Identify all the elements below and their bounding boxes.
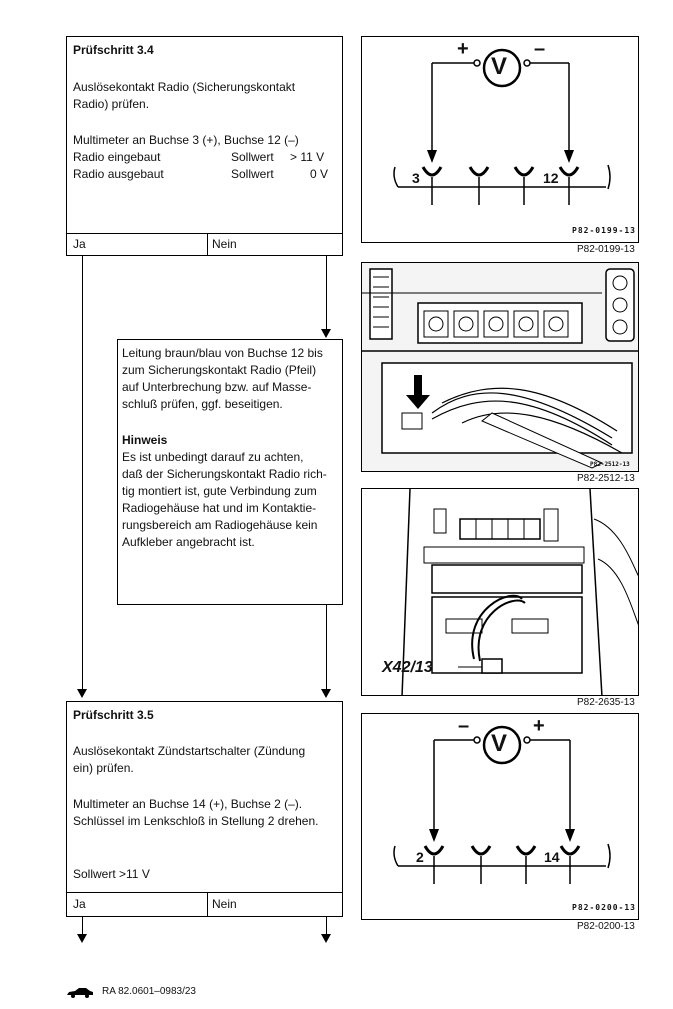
sollwert-value: 0 V bbox=[310, 167, 329, 181]
divider bbox=[66, 892, 343, 893]
hinweis-text: tig montiert ist, gute Verbindung zum bbox=[122, 484, 317, 498]
flow-arrow bbox=[321, 689, 331, 698]
flow-line bbox=[326, 605, 327, 689]
voltmeter-diagram: + – V 3 12 P82-0199-13 bbox=[361, 36, 639, 243]
socket-label: 14 bbox=[544, 849, 560, 865]
figure-caption: P82-0200-13 bbox=[577, 921, 635, 932]
step-3-5-desc: ein) prüfen. bbox=[73, 761, 134, 775]
repair-text: Leitung braun/blau von Buchse 12 bis bbox=[122, 346, 323, 360]
repair-box bbox=[117, 339, 343, 605]
sollwert-label: Sollwert bbox=[231, 150, 274, 164]
step-3-4-desc: Auslösekontakt Radio (Sicherungskontakt bbox=[73, 80, 296, 94]
repair-text: zum Sicherungskontakt Radio (Pfeil) bbox=[122, 363, 317, 377]
row-label: Radio ausgebaut bbox=[73, 167, 164, 181]
flow-line bbox=[326, 917, 327, 935]
step-3-5-box bbox=[66, 701, 343, 917]
hinweis-text: Aufkleber angebracht ist. bbox=[122, 535, 255, 549]
hinweis-text: Radiogehäuse hat und im Kontaktie- bbox=[122, 501, 317, 515]
hinweis-text: Es ist unbedingt darauf zu achten, bbox=[122, 450, 304, 464]
figure-code: P82-0199-13 bbox=[572, 226, 636, 235]
sollwert-value: Sollwert >11 V bbox=[73, 867, 150, 881]
minus-label: – bbox=[458, 715, 470, 737]
hinweis-title: Hinweis bbox=[122, 433, 168, 447]
flow-arrow bbox=[321, 329, 331, 338]
sollwert-label: Sollwert bbox=[231, 167, 274, 181]
radio-panel-figure: P82-2512-13 bbox=[361, 262, 639, 472]
figure-caption: P82-2635-13 bbox=[577, 697, 635, 708]
connector-label: X42/13 bbox=[382, 659, 433, 676]
car-icon bbox=[66, 985, 94, 1003]
figure-caption: P82-2512-13 bbox=[577, 473, 635, 484]
step-3-4-measure: Multimeter an Buchse 3 (+), Buchse 12 (–… bbox=[73, 133, 299, 147]
row-label: Radio eingebaut bbox=[73, 150, 161, 164]
flow-line bbox=[82, 917, 83, 935]
socket-label: 12 bbox=[543, 170, 559, 186]
step-3-5-desc: Auslösekontakt Zündstartschalter (Zündun… bbox=[73, 744, 306, 758]
voltmeter-label: V bbox=[491, 730, 508, 757]
voltmeter-label: V bbox=[491, 53, 508, 80]
socket-label: 2 bbox=[416, 849, 424, 865]
repair-text: auf Unterbrechung bzw. auf Masse- bbox=[122, 380, 312, 394]
step-3-4-title: Prüfschritt 3.4 bbox=[73, 43, 154, 57]
answer-ja[interactable]: Ja bbox=[73, 897, 86, 911]
figure-code: P82-0200-13 bbox=[572, 903, 636, 912]
step-3-5-measure: Multimeter an Buchse 14 (+), Buchse 2 (–… bbox=[73, 797, 303, 811]
hinweis-text: rungsbereich am Radiogehäuse kein bbox=[122, 518, 318, 532]
flow-arrow bbox=[77, 689, 87, 698]
answer-ja[interactable]: Ja bbox=[73, 237, 86, 251]
divider bbox=[66, 233, 343, 234]
step-3-5-title: Prüfschritt 3.5 bbox=[73, 708, 154, 722]
figure-caption: P82-0199-13 bbox=[577, 244, 635, 255]
flow-line bbox=[82, 256, 83, 689]
sollwert-value: > 11 V bbox=[290, 150, 325, 164]
figure-code: P82-2512-13 bbox=[590, 461, 630, 468]
step-3-4-box bbox=[66, 36, 343, 256]
divider bbox=[207, 892, 208, 917]
step-3-5-measure: Schlüssel im Lenkschloß in Stellung 2 dr… bbox=[73, 814, 319, 828]
flow-line bbox=[326, 256, 327, 329]
answer-nein[interactable]: Nein bbox=[212, 897, 237, 911]
answer-nein[interactable]: Nein bbox=[212, 237, 237, 251]
divider bbox=[207, 233, 208, 256]
socket-label: 3 bbox=[412, 170, 420, 186]
hinweis-text: daß der Sicherungskontakt Radio rich- bbox=[122, 467, 327, 481]
footer-text: RA 82.0601–0983/23 bbox=[102, 986, 196, 997]
voltmeter-diagram: – + V 2 14 P82-0200-13 bbox=[361, 713, 639, 920]
console-connector-figure: X42/13 bbox=[361, 488, 639, 696]
step-3-4-desc: Radio) prüfen. bbox=[73, 97, 150, 111]
flow-arrow bbox=[321, 934, 331, 943]
plus-label: + bbox=[457, 38, 469, 60]
minus-label: – bbox=[534, 38, 546, 60]
plus-label: + bbox=[533, 715, 545, 737]
flow-arrow bbox=[77, 934, 87, 943]
repair-text: schluß prüfen, ggf. beseitigen. bbox=[122, 397, 283, 411]
